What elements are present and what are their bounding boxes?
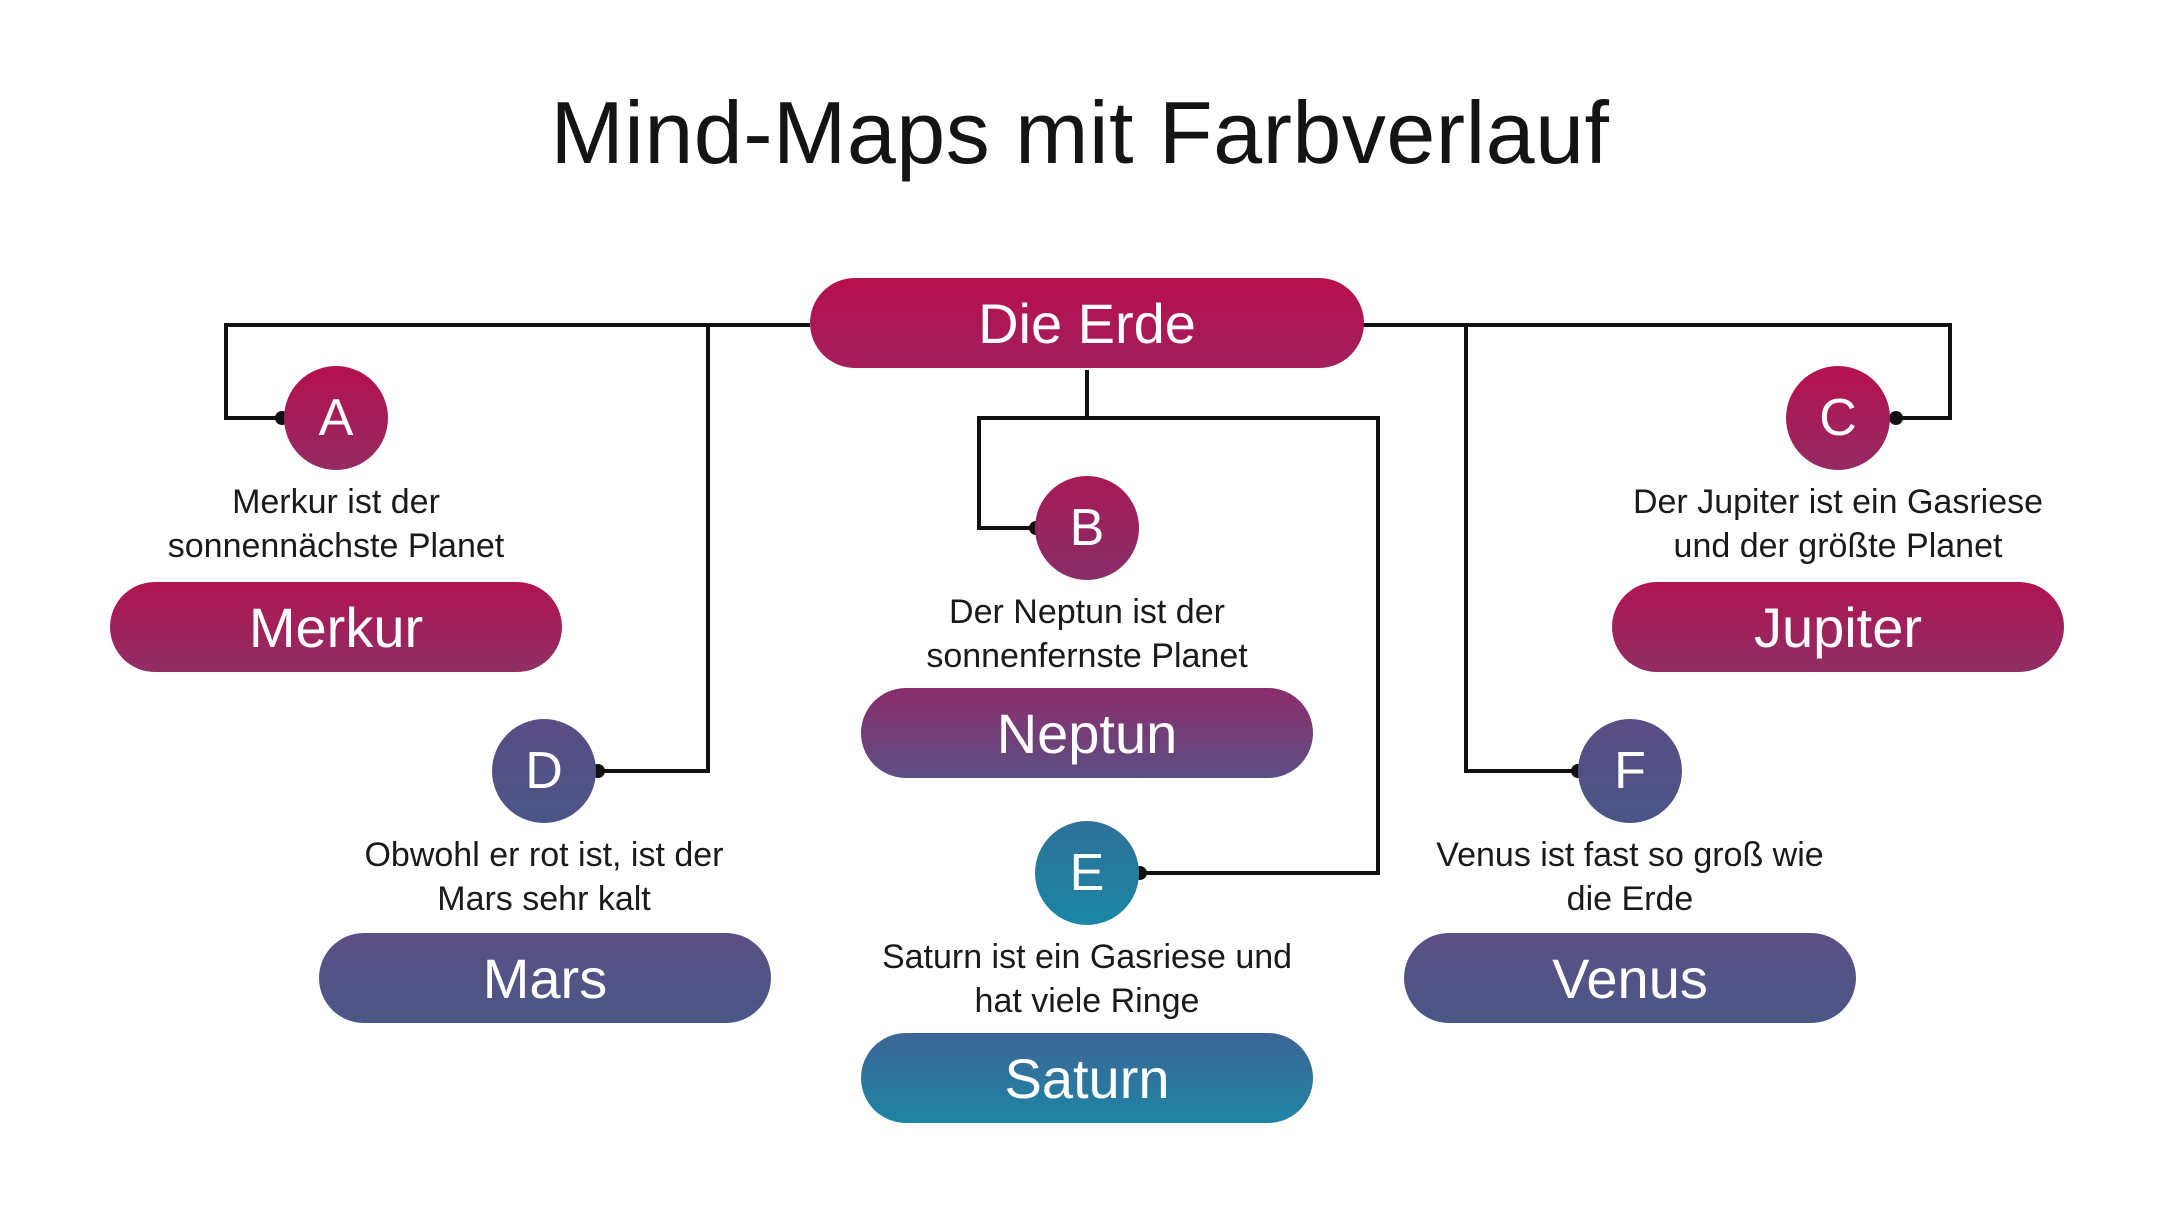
node-d-label: Mars [319, 933, 771, 1023]
node-c-description-line2: und der größte Planet [1673, 527, 2003, 565]
connector-right-main [1362, 323, 1952, 420]
node-c-description: Der Jupiter ist ein Gasriese und der grö… [1578, 480, 2098, 568]
node-d-badge: D [492, 719, 596, 823]
node-e-description-line2: hat viele Ringe [974, 982, 1200, 1020]
connector-dot-c [1889, 411, 1903, 425]
node-a-description-line2: sonnennächste Planet [167, 527, 505, 565]
node-d-description-line1: Obwohl er rot ist, ist der [364, 836, 724, 874]
node-c-badge: C [1786, 366, 1890, 470]
node-b-description-line2: sonnenfernste Planet [926, 637, 1248, 675]
node-b-description-line1: Der Neptun ist der [949, 593, 1225, 631]
page-title: Mind-Maps mit Farbverlauf [550, 83, 1610, 182]
node-f-description-line2: die Erde [1566, 880, 1694, 918]
node-f-badge: F [1578, 719, 1682, 823]
node-f-description-line1: Venus ist fast so groß wie [1436, 836, 1824, 874]
node-a-description-line1: Merkur ist der [232, 483, 440, 521]
node-d-description: Obwohl er rot ist, ist der Mars sehr kal… [284, 833, 804, 921]
node-a-label: Merkur [110, 582, 562, 672]
node-c-label: Jupiter [1612, 582, 2064, 672]
node-e-badge: E [1035, 821, 1139, 925]
node-e-label: Saturn [861, 1033, 1313, 1123]
center-node: Die Erde [810, 278, 1364, 368]
node-e-description: Saturn ist ein Gasriese und hat viele Ri… [827, 935, 1347, 1023]
connector-b [977, 370, 1089, 530]
node-b-label: Neptun [861, 688, 1313, 778]
node-a-badge: A [284, 366, 388, 470]
node-a-description: Merkur ist der sonnennächste Planet [76, 480, 596, 568]
node-b-description: Der Neptun ist der sonnenfernste Planet [827, 590, 1347, 678]
node-d-description-line2: Mars sehr kalt [437, 880, 651, 918]
connector-d [598, 325, 710, 773]
node-f-description: Venus ist fast so groß wie die Erde [1370, 833, 1890, 921]
connector-e [1087, 416, 1380, 875]
node-b-badge: B [1035, 476, 1139, 580]
node-f-label: Venus [1404, 933, 1856, 1023]
node-c-description-line1: Der Jupiter ist ein Gasriese [1632, 483, 2044, 521]
connector-f [1464, 325, 1578, 773]
connector-left-main [224, 323, 810, 420]
node-e-description-line1: Saturn ist ein Gasriese und [881, 938, 1293, 976]
